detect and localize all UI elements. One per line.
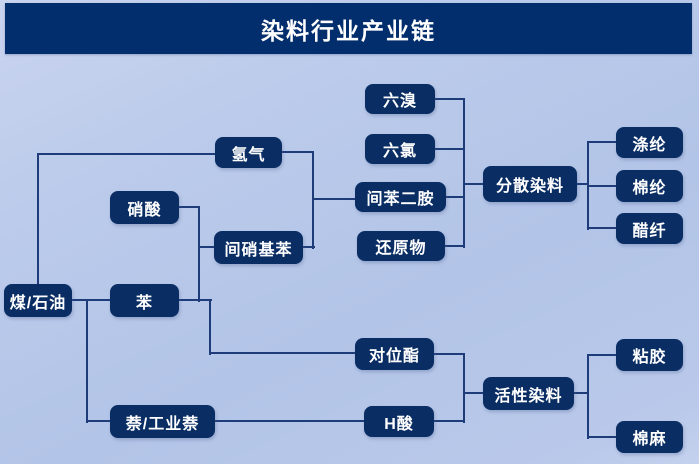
connector-line [577,183,589,185]
connector-line [588,185,616,187]
connector-line [215,420,365,422]
node-cotton-polyamide: 棉纶 [616,170,683,202]
page-title: 染料行业产业链 [5,3,692,54]
connector-line [434,353,465,355]
node-coal-oil: 煤/石油 [4,284,72,317]
connector-line [445,245,465,247]
connector-line [435,98,465,100]
connector-line [434,420,465,422]
node-naphthalene: 萘/工业萘 [110,405,215,438]
connector-line [446,196,465,198]
connector-line [463,353,465,423]
node-m-phenylenediamine: 间苯二胺 [355,182,446,212]
node-reduced-product: 还原物 [357,231,445,261]
connector-line [179,299,212,301]
connector-line [463,98,465,248]
node-hexachloro: 六氯 [365,134,435,164]
connector-line [38,153,216,155]
node-acetate-fiber: 醋纤 [616,213,683,244]
connector-line [464,183,484,185]
connector-line [435,148,465,150]
node-h-acid: H酸 [364,406,434,437]
connector-line [86,299,88,423]
node-nitric-acid: 硝酸 [110,191,179,224]
connector-line [72,299,111,301]
node-hexabromo: 六溴 [365,84,435,114]
connector-line [464,392,484,394]
connector-line [282,151,314,153]
node-m-nitrobenzene: 间硝基苯 [214,231,303,264]
connector-line [198,206,200,302]
connector-line [37,153,39,286]
connector-line [179,206,200,208]
connector-line [588,354,616,356]
connector-line [210,352,356,354]
node-viscose: 粘胶 [616,339,683,371]
connector-line [209,299,211,355]
connector-line [588,227,616,229]
connector-line [588,436,616,438]
node-reactive-dye: 活性染料 [483,377,574,410]
connector-line [87,420,111,422]
connector-line [588,141,616,143]
node-benzene: 苯 [110,284,179,317]
connector-line [303,246,315,248]
connector-line [587,354,589,439]
connector-line [313,198,356,200]
connector-line [199,246,215,248]
connector-line [312,151,314,249]
node-disperse-dye: 分散染料 [483,166,577,202]
node-polyester: 涤纶 [616,127,683,158]
connector-line [574,392,589,394]
node-hydrogen: 氢气 [215,137,282,168]
node-cotton-linen: 棉麻 [616,421,683,453]
node-para-ester: 对位酯 [355,338,434,370]
